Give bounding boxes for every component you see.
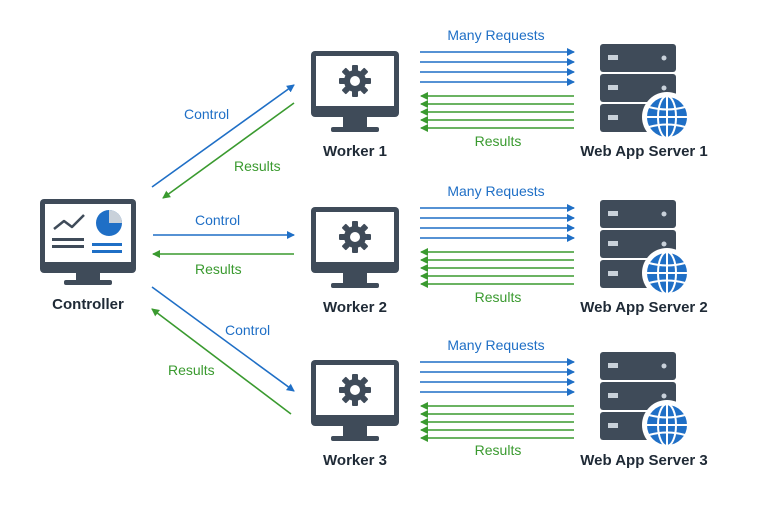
worker-label: Worker 3	[323, 452, 387, 469]
many-requests-label: Many Requests	[447, 27, 544, 43]
server-globe-icon	[599, 199, 693, 299]
controller-node: Controller	[40, 199, 136, 313]
many-requests-label: Many Requests	[447, 183, 544, 199]
results-label: Results	[168, 362, 215, 378]
many-requests-label: Many Requests	[447, 337, 544, 353]
gear-monitor-icon	[311, 207, 399, 288]
results-label: Results	[475, 442, 522, 458]
control-arrow	[151, 84, 295, 188]
server-globe-icon	[599, 43, 693, 143]
results-arrow	[151, 308, 292, 415]
request-bundle-3	[420, 358, 575, 442]
results-label: Results	[195, 261, 242, 277]
gear-monitor-icon	[311, 51, 399, 132]
dashboard-monitor-icon	[40, 199, 136, 285]
server-globe-icon	[599, 351, 693, 451]
results-label: Results	[475, 133, 522, 149]
controller-label: Controller	[52, 296, 124, 313]
server-label: Web App Server 3	[580, 452, 708, 469]
controller-worker-edges	[151, 84, 295, 415]
control-label: Control	[195, 212, 240, 228]
server-1-node: Web App Server 1	[580, 43, 708, 160]
results-label: Results	[234, 158, 281, 174]
control-arrow	[151, 286, 295, 392]
worker-2-node: Worker 2	[311, 207, 399, 316]
control-label: Control	[225, 322, 270, 338]
gear-monitor-icon	[311, 360, 399, 441]
server-label: Web App Server 1	[580, 143, 708, 160]
server-3-node: Web App Server 3	[580, 351, 708, 469]
worker-3-node: Worker 3	[311, 360, 399, 469]
results-arrow	[162, 102, 295, 199]
request-bundle-1	[420, 48, 575, 132]
control-label: Control	[184, 106, 229, 122]
request-bundle-2	[420, 204, 575, 288]
worker-label: Worker 2	[323, 299, 387, 316]
worker-label: Worker 1	[323, 143, 387, 160]
server-label: Web App Server 2	[580, 299, 708, 316]
worker-1-node: Worker 1	[311, 51, 399, 160]
server-2-node: Web App Server 2	[580, 199, 708, 316]
results-label: Results	[475, 289, 522, 305]
